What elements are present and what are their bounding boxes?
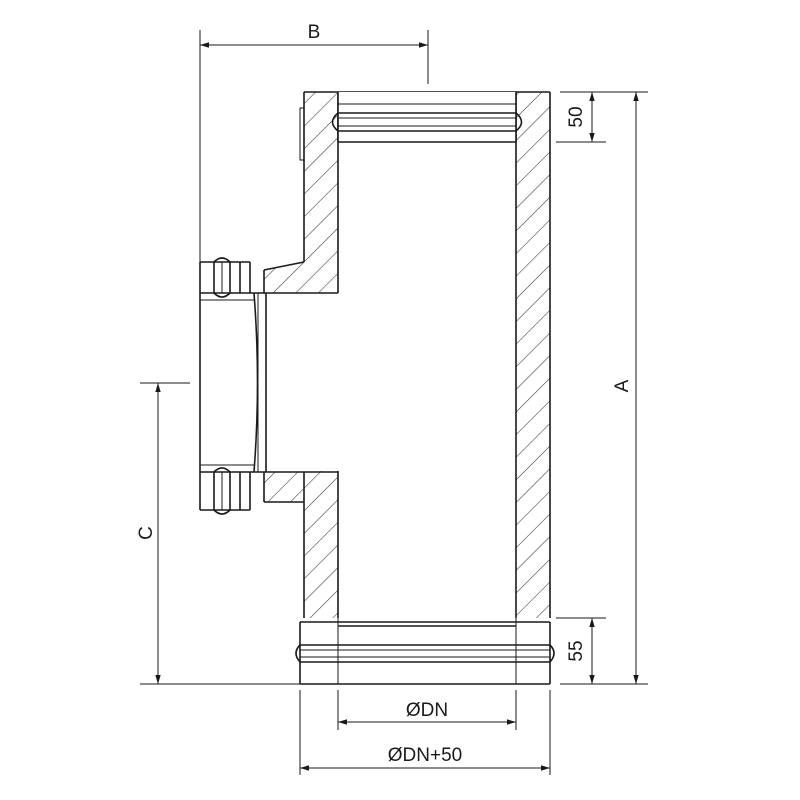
dimension-inner-diameter-label: ØDN: [406, 700, 448, 721]
dimension-c: C: [136, 382, 300, 685]
main-pipe-right-wall: [515, 92, 551, 618]
dimension-b-label: B: [308, 22, 321, 43]
dimension-top-collar: 50: [556, 92, 606, 143]
dimension-inner-diameter: ØDN: [337, 690, 517, 730]
dimension-c-label: C: [136, 526, 157, 540]
branch-lower-hatch: [264, 471, 338, 503]
top-collar: [299, 92, 523, 161]
dimension-bottom-collar: 55: [556, 617, 606, 684]
dimension-top-collar-label: 50: [566, 106, 587, 127]
branch-upper-hatch: [263, 261, 338, 294]
dimension-outer-diameter-label: ØDN+50: [388, 745, 462, 766]
branch-spigot: [199, 257, 267, 515]
dimension-bottom-collar-label: 55: [566, 640, 587, 661]
dimension-outer-diameter: ØDN+50: [299, 690, 551, 775]
dimension-b: B: [199, 22, 429, 262]
dimension-a-label: A: [612, 379, 633, 392]
dimension-a: A: [560, 91, 648, 685]
bottom-spigot: [295, 618, 555, 685]
